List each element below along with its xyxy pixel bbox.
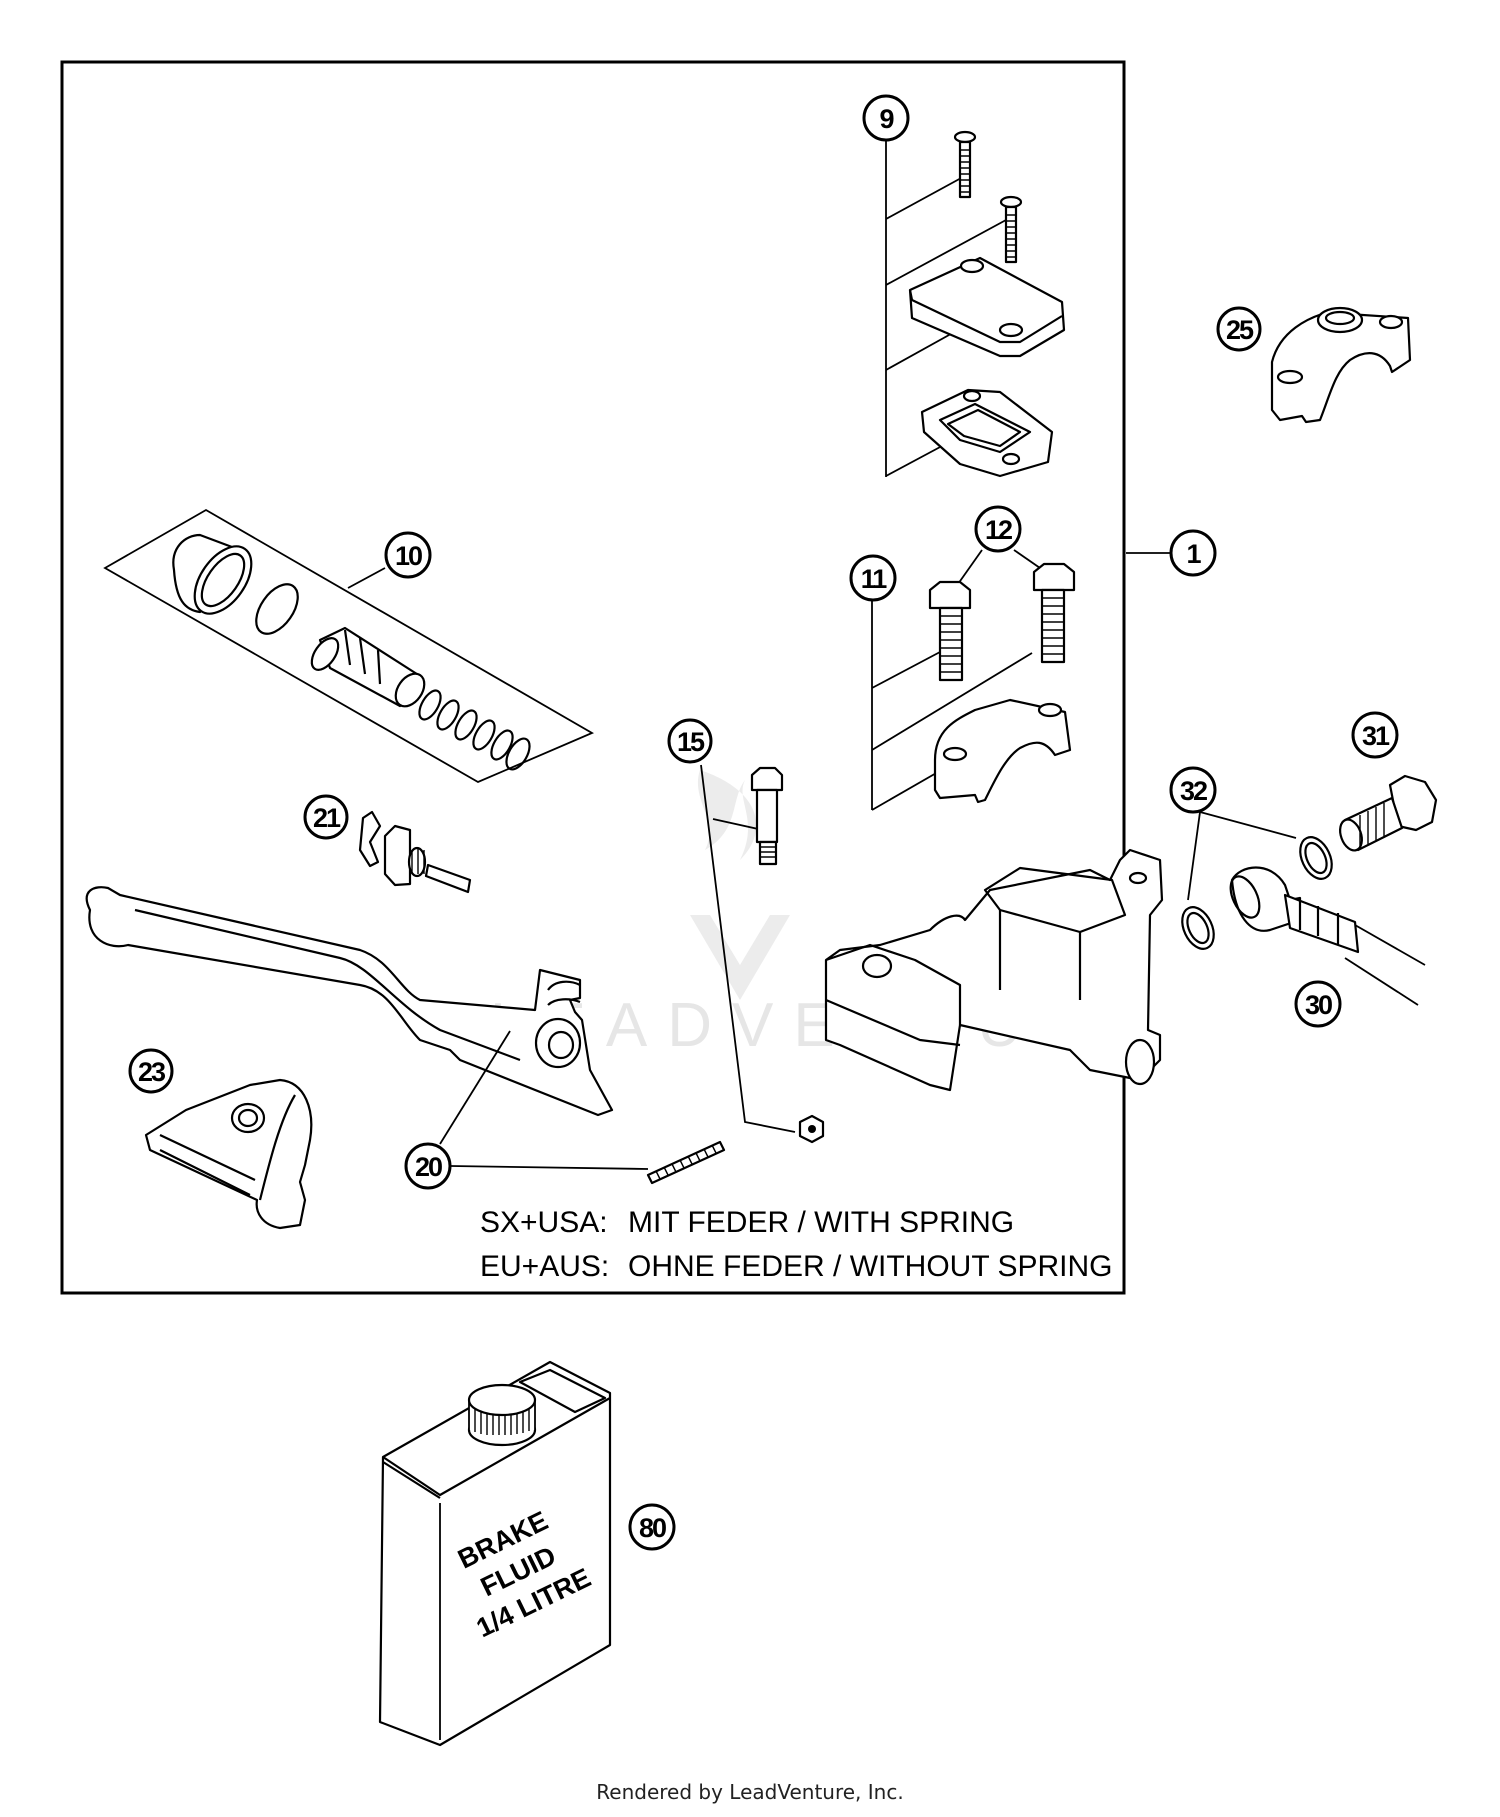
callout-label: 31: [1362, 721, 1390, 751]
callout-label: 32: [1180, 776, 1207, 806]
callout-label: 11: [861, 564, 888, 594]
part-11-clamp-kit[interactable]: [871, 600, 1072, 811]
assembly-frame: [60, 60, 1126, 1295]
callout-label: 9: [879, 104, 894, 134]
callout-10[interactable]: 10: [384, 531, 432, 579]
cover-screw-icon: [999, 195, 1023, 264]
cover-screw-icon: [953, 130, 977, 199]
callout-label: 80: [639, 1513, 666, 1543]
callout-9[interactable]: 9: [862, 94, 910, 142]
circlip-icon: [255, 583, 299, 635]
callout-21[interactable]: 21: [303, 794, 349, 840]
callout-label: 21: [313, 803, 341, 833]
note-text-without-spring: OHNE FEDER / WITHOUT SPRING: [628, 1250, 1112, 1283]
part-10-piston-repair-kit[interactable]: [103, 508, 595, 784]
callout-32[interactable]: 32: [1169, 766, 1217, 814]
watermark-v-logo-icon: [690, 915, 790, 1000]
part-80-brake-fluid-can[interactable]: BRAKE FLUID 1/4 LITRE: [378, 1360, 612, 1747]
callout-25[interactable]: 25: [1216, 306, 1262, 352]
callout-label: 10: [395, 541, 422, 571]
reservoir-cover-icon: [908, 256, 1066, 358]
callout-30[interactable]: 30: [1294, 980, 1342, 1028]
callout-1[interactable]: 1: [1169, 529, 1217, 577]
callout-11[interactable]: 11: [849, 554, 897, 602]
part-20-brake-lever[interactable]: [85, 886, 614, 1117]
callout-15[interactable]: 15: [667, 718, 713, 764]
clamp-half-icon: [933, 698, 1072, 804]
callout-label: 20: [415, 1152, 442, 1182]
dust-boot-icon: [172, 533, 253, 615]
callout-label: 23: [138, 1057, 166, 1087]
note-region-sx-usa: SX+USA:: [480, 1206, 608, 1239]
note-text-with-spring: MIT FEDER / WITH SPRING: [628, 1206, 1014, 1239]
part-15-lever-pivot-bolt-and-nut[interactable]: [700, 764, 825, 1144]
callout-23[interactable]: 23: [128, 1048, 174, 1094]
master-cylinder-body[interactable]: [824, 848, 1164, 1092]
callout-label: 15: [677, 727, 705, 757]
callout-label: 1: [1186, 539, 1201, 569]
callout-31[interactable]: 31: [1351, 711, 1399, 759]
pivot-bolt-icon: [750, 766, 784, 866]
callout-label: 25: [1226, 315, 1254, 345]
diaphragm-icon: [920, 388, 1054, 478]
part-31-banjo-bolt[interactable]: [1336, 774, 1438, 853]
callout-12[interactable]: 12: [974, 505, 1022, 553]
lever-spring-icon[interactable]: [646, 1140, 726, 1185]
part-21-adjusting-screw[interactable]: [358, 810, 472, 894]
part-9-reservoir-cover-kit[interactable]: [885, 130, 1066, 478]
note-region-eu-aus: EU+AUS:: [480, 1250, 609, 1283]
clamp-bolt-icon: [1032, 562, 1076, 664]
clamp-bolt-icon: [928, 580, 972, 682]
part-12-clamp-bolts[interactable]: [928, 549, 1076, 682]
piston-icon: [310, 626, 426, 708]
spring-icon: [418, 689, 531, 771]
callout-20[interactable]: 20: [404, 1142, 452, 1190]
footer-credit: Rendered by LeadVenture, Inc.: [596, 1780, 904, 1804]
cap-icon: [467, 1383, 537, 1447]
callout-80[interactable]: 80: [628, 1503, 676, 1551]
watermark-logo-icon: [697, 770, 757, 860]
callout-label: 12: [985, 515, 1012, 545]
pivot-nut-icon: [798, 1114, 825, 1144]
part-23-lever-protector[interactable]: [144, 1078, 313, 1230]
part-32-sealing-washers[interactable]: [1176, 811, 1338, 954]
part-30-brake-line[interactable]: [1225, 866, 1426, 1006]
callout-label: 30: [1305, 990, 1332, 1020]
part-25-handlebar-clamp[interactable]: [1270, 306, 1412, 424]
spring-notes: SX+USA: MIT FEDER / WITH SPRING EU+AUS: …: [480, 1206, 1112, 1283]
